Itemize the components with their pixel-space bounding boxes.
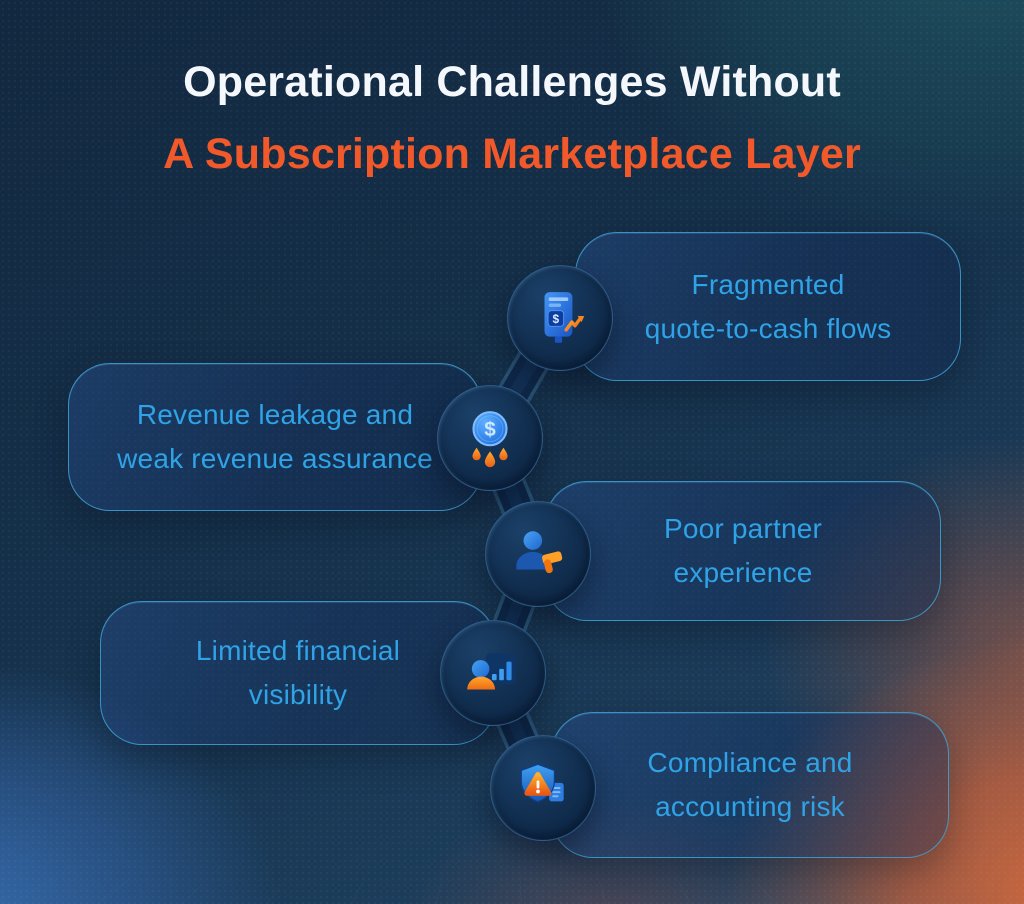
dollar-coin-leak-icon: $ xyxy=(472,411,508,468)
card-text-line: Revenue leakage and xyxy=(136,399,414,430)
challenge-card-poor-partner-experience: Poor partner experience xyxy=(545,481,941,621)
card-text-line: Poor partner xyxy=(663,513,823,544)
partner-thumbs-down-icon xyxy=(516,531,563,574)
challenge-card-limited-financial-visibility: Limited financial visibility xyxy=(100,601,496,745)
svg-text:$: $ xyxy=(484,418,496,441)
card-text-line: Fragmented xyxy=(691,268,845,300)
challenge-card-compliance-risk: Compliance and accounting risk xyxy=(551,712,949,858)
icon-badge-revenue-leakage: $ xyxy=(437,385,543,491)
icon-badge-quote-to-cash: $ xyxy=(507,265,613,371)
person-bar-chart-icon xyxy=(467,653,516,690)
card-text-line: Compliance and xyxy=(647,747,853,778)
challenge-card-fragmented-quote-to-cash: Fragmented quote-to-cash flows xyxy=(575,232,961,381)
icon-badge-financial-visibility xyxy=(440,620,546,726)
challenge-card-revenue-leakage: Revenue leakage and weak revenue assuran… xyxy=(68,363,482,511)
card-text-line: experience xyxy=(673,557,813,588)
icon-badge-partner-experience xyxy=(485,501,591,607)
title-line-1: Operational Challenges Without xyxy=(183,58,841,106)
shield-warning-icon xyxy=(520,763,564,803)
card-text-line: quote-to-cash flows xyxy=(644,312,892,344)
invoice-dollar-icon: $ xyxy=(544,292,585,343)
card-text-line: accounting risk xyxy=(655,791,845,822)
card-text-line: Limited financial xyxy=(195,635,401,666)
card-text-line: visibility xyxy=(248,679,348,710)
card-text-line: weak revenue assurance xyxy=(117,443,433,474)
svg-text:$: $ xyxy=(553,312,560,326)
icon-badge-compliance-risk xyxy=(490,735,596,841)
title-line-2: A Subscription Marketplace Layer xyxy=(163,130,861,178)
